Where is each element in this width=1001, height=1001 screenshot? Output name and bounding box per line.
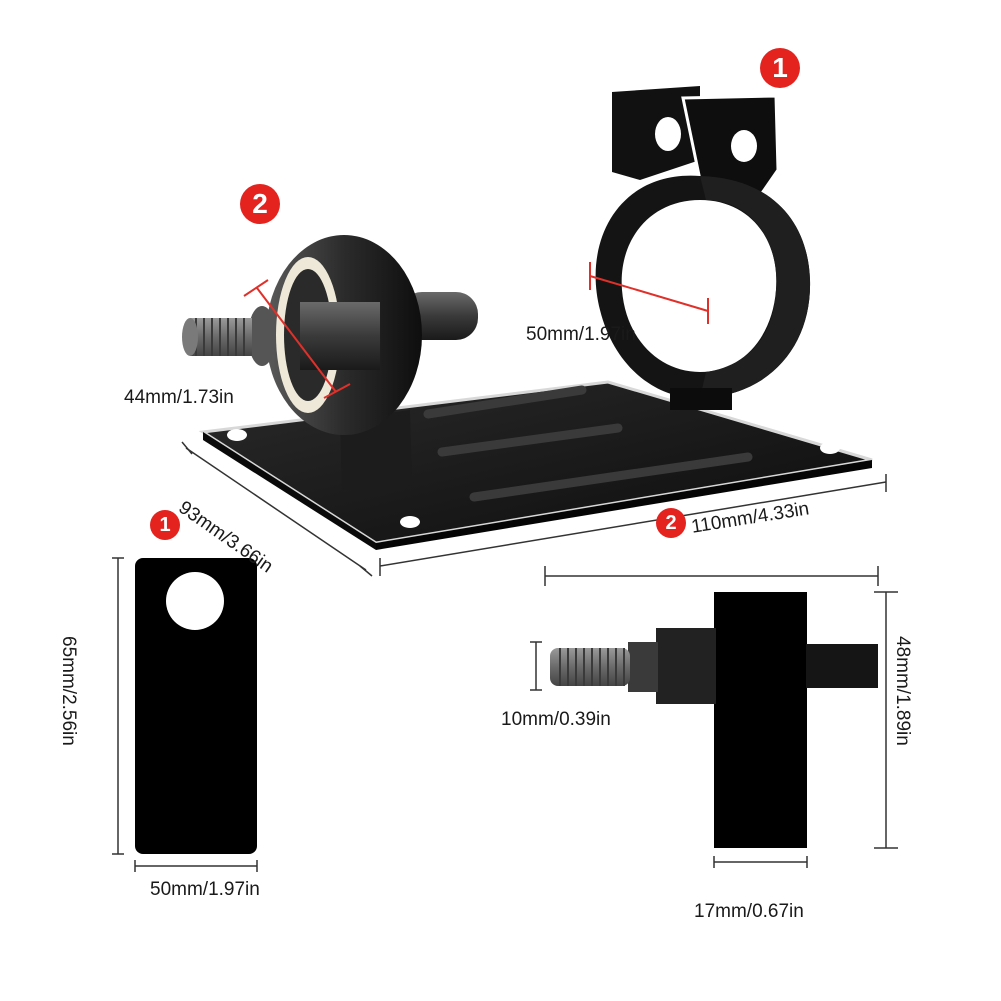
- spindle-side-view: [530, 566, 898, 868]
- spindle-ring-thickness-label: 17mm/0.67in: [694, 901, 804, 922]
- part-1-badge-top: 1: [760, 48, 800, 88]
- spindle-height-label: 48mm/1.89in: [892, 636, 913, 746]
- part-2-badge-bottom: 2: [656, 508, 686, 538]
- thread-diameter-label: 10mm/0.39in: [501, 709, 611, 730]
- spindle-assembly: [182, 235, 478, 490]
- base-dimension-lines: [181, 441, 887, 577]
- spindle-ring-diameter-label: 44mm/1.73in: [124, 387, 234, 408]
- part-1-badge-bottom: 1: [150, 510, 180, 540]
- bracket-flat-view: [112, 557, 258, 872]
- clamp-inner-diameter-label: 50mm/1.97in: [526, 324, 636, 345]
- bracket-height-label: 65mm/2.56in: [58, 636, 79, 746]
- clamp-bracket: [589, 86, 811, 410]
- bracket-width-label: 50mm/1.97in: [150, 879, 260, 900]
- part-2-badge-top: 2: [240, 184, 280, 224]
